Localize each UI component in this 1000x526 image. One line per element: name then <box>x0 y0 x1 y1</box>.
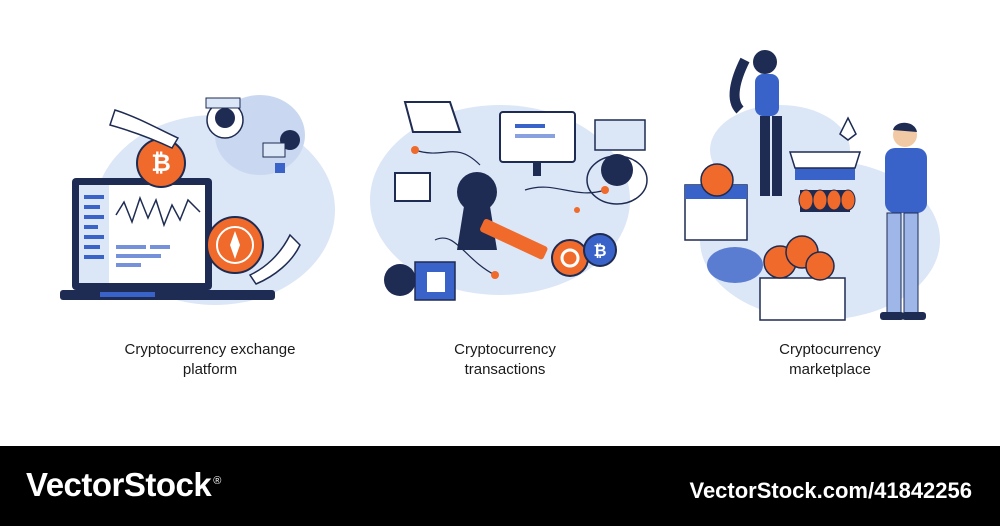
caption-line-1: Cryptocurrency <box>779 341 881 358</box>
caption-line-1: Cryptocurrency exchange <box>124 341 296 358</box>
caption-line-2: transactions <box>464 361 546 378</box>
caption-line-2: marketplace <box>789 361 871 378</box>
svg-text:₿: ₿ <box>593 241 606 260</box>
caption-line-1: Cryptocurrency <box>454 341 556 358</box>
caption-line-2: platform <box>182 361 238 378</box>
market-stall-illustration <box>684 50 940 321</box>
illustration-marketplace <box>680 40 980 340</box>
caption-marketplace: Cryptocurrency marketplace <box>680 340 980 380</box>
exchange-laptop-illustration: ₿ <box>60 95 335 305</box>
watermark-footer: VectorStock® VectorStock.com/41842256 <box>0 446 1000 526</box>
registered-mark: ® <box>213 475 221 487</box>
brand-name: VectorStock <box>26 466 212 503</box>
caption-exchange-platform: Cryptocurrency exchange platform <box>60 340 360 380</box>
illustration-transactions: ₿ <box>355 40 655 340</box>
svg-text:₿: ₿ <box>151 149 171 177</box>
keyhole-key-illustration: ₿ <box>370 101 648 301</box>
illustration-exchange-platform: ₿ <box>60 40 360 340</box>
asset-url: VectorStock.com/41842256 <box>689 478 972 503</box>
brand-logo: VectorStock® <box>26 466 221 504</box>
caption-transactions: Cryptocurrency transactions <box>355 340 655 380</box>
